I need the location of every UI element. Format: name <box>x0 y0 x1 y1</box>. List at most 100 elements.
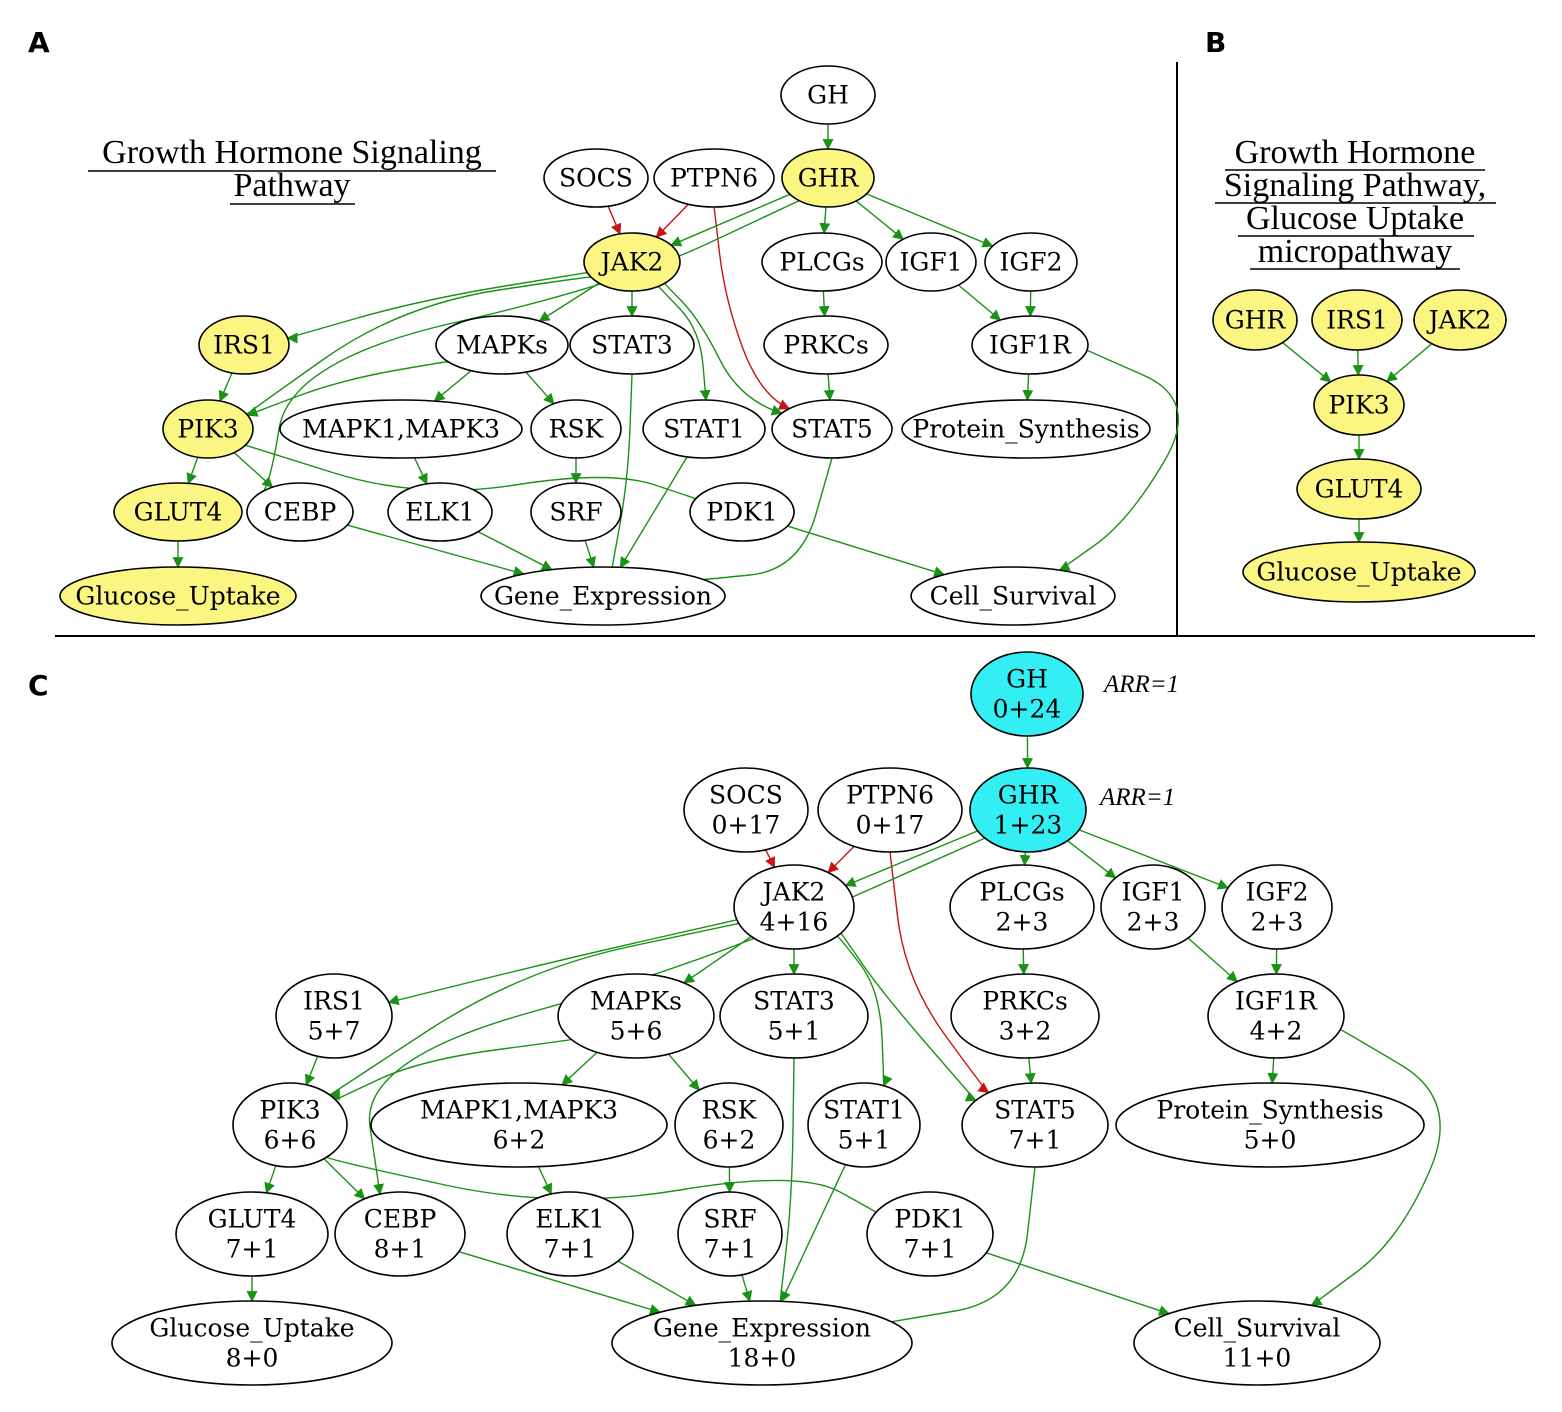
edge-c-ghr-to-igf2 <box>1078 829 1230 890</box>
node-count: 6+6 <box>264 1126 317 1155</box>
node-count: 11+0 <box>1223 1344 1292 1373</box>
node-label: Cell_Survival <box>930 582 1097 611</box>
edge-b-jak2-to-pik3 <box>1386 343 1433 383</box>
node-label: RSK <box>702 1096 758 1125</box>
node-ellipse <box>1207 973 1345 1059</box>
node-a-cs: Cell_Survival <box>910 566 1116 626</box>
node-ellipse <box>387 482 493 542</box>
node-ellipse <box>370 1082 668 1168</box>
arr-annotation-gh: ARR=1 <box>1102 671 1179 698</box>
edge-c-prkcs-to-stat5 <box>1024 1057 1036 1085</box>
node-label: IRS1 <box>303 987 365 1016</box>
node-ellipse <box>111 1300 393 1386</box>
node-label: Gene_Expression <box>653 1314 871 1343</box>
node-label: IGF2 <box>1245 878 1308 907</box>
node-ellipse <box>530 399 622 459</box>
node-a-mapks: MAPKs <box>435 315 569 375</box>
node-ellipse <box>279 399 523 459</box>
node-label: JAK2 <box>598 248 664 277</box>
panel-a-title-line-2: Pathway <box>233 167 350 204</box>
node-a-igf1r: IGF1R <box>971 315 1089 375</box>
node-a-igf1: IGF1 <box>885 232 977 292</box>
node-ellipse <box>970 651 1084 737</box>
node-ellipse <box>557 973 715 1059</box>
edge-a-jak2-to-pik3 <box>235 276 593 423</box>
edge-a-ghr-to-plcgs <box>819 206 831 235</box>
node-ellipse <box>1413 289 1507 351</box>
panel-b-title: Growth Hormone Signaling Pathway, Glucos… <box>1215 134 1496 270</box>
node-label: PDK1 <box>894 1205 965 1234</box>
edge-a-igf1r-to-cs <box>1058 349 1179 571</box>
node-label: JAK2 <box>760 878 826 907</box>
node-ellipse <box>949 864 1095 950</box>
edge-a-pdk1-to-cs <box>787 525 946 577</box>
node-ellipse <box>1313 374 1405 436</box>
node-label: RSK <box>549 415 605 444</box>
node-ellipse <box>719 973 869 1059</box>
node-a-igf2: IGF2 <box>984 232 1078 292</box>
node-label: IRS1 <box>1326 306 1388 335</box>
node-ellipse <box>232 1082 348 1168</box>
node-c-gh: GH0+24 <box>970 651 1084 737</box>
node-count: 5+6 <box>610 1017 663 1046</box>
edge-a-elk1-to-ge <box>477 531 553 571</box>
node-label: JAK2 <box>1426 306 1492 335</box>
node-label: GH <box>807 81 849 110</box>
node-a-rsk: RSK <box>530 399 622 459</box>
edge-a-ghr-to-jak2 <box>670 193 791 247</box>
node-label: PLCGs <box>979 878 1064 907</box>
panel-b-title-line-1: Growth Hormone <box>1235 134 1476 171</box>
edge-c-plcgs-to-prkcs <box>1018 948 1030 976</box>
node-ellipse <box>275 973 393 1059</box>
node-label: GHR <box>1225 306 1287 335</box>
edge-c-stat5-to-ge <box>880 1166 1036 1329</box>
node-label: PDK1 <box>706 498 777 527</box>
node-count: 7+1 <box>226 1235 279 1264</box>
node-ellipse <box>807 1082 921 1168</box>
edge-a-jak2-to-irs1 <box>286 271 589 344</box>
node-a-jak2: JAK2 <box>583 232 681 292</box>
node-ellipse <box>817 767 963 853</box>
node-ellipse <box>543 148 649 208</box>
node-label: Gene_Expression <box>494 582 712 611</box>
node-label: Glucose_Uptake <box>149 1314 354 1343</box>
node-count: 1+23 <box>994 811 1063 840</box>
node-label: GLUT4 <box>134 498 223 527</box>
edge-c-ghr-to-jak2 <box>844 830 978 887</box>
panel-a-title-line-1: Growth Hormone Signaling <box>102 134 482 171</box>
node-count: 4+2 <box>1250 1017 1303 1046</box>
edge-c-pik3-to-pdk1 <box>326 1156 888 1222</box>
node-label: MAPK1,MAPK3 <box>302 415 500 444</box>
node-count: 4+16 <box>760 908 829 937</box>
node-label: GLUT4 <box>208 1205 297 1234</box>
node-label: ELK1 <box>405 498 474 527</box>
edges-layer <box>172 124 1441 1329</box>
edge-c-socs-to-jak2 <box>765 849 776 869</box>
edge-c-jak2-to-stat1 <box>836 935 893 1087</box>
node-count: 7+1 <box>544 1235 597 1264</box>
node-ellipse <box>1212 289 1298 351</box>
node-ellipse <box>198 315 290 375</box>
node-label: Protein_Synthesis <box>912 415 1139 444</box>
node-ellipse <box>569 315 695 375</box>
node-label: IGF1R <box>1235 987 1318 1016</box>
node-ellipse <box>677 1191 783 1277</box>
node-count: 0+17 <box>712 811 781 840</box>
node-label: STAT5 <box>994 1096 1076 1125</box>
node-a-pik3: PIK3 <box>162 399 254 459</box>
edge-a-igf1r-to-ps <box>1022 373 1034 402</box>
node-ellipse <box>901 399 1151 459</box>
edge-c-igf1r-to-cs <box>1310 1028 1441 1306</box>
edge-c-jak2-to-pik3 <box>328 922 740 1099</box>
edge-a-stat5-to-ge <box>692 457 833 587</box>
node-label: Protein_Synthesis <box>1156 1096 1383 1125</box>
